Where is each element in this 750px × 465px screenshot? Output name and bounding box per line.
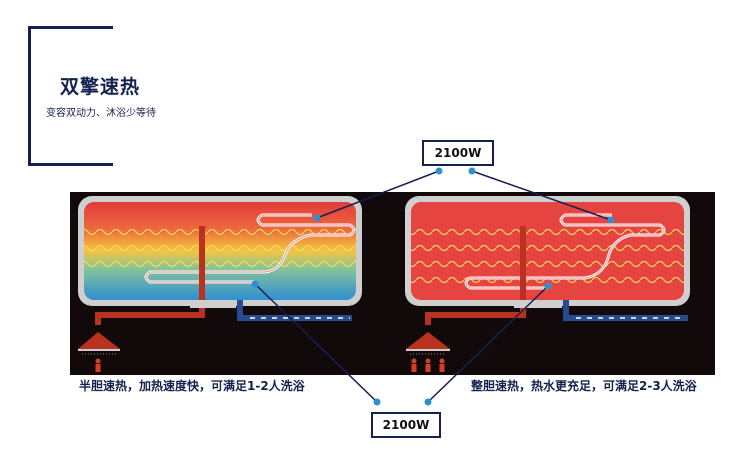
- page-title: 双擎速热: [60, 76, 141, 98]
- callout-lines: [254, 170, 612, 403]
- callout-dots: [251, 167, 615, 406]
- title-frame: [28, 26, 113, 166]
- right-tank: [405, 196, 690, 325]
- power-label-top: 2100W: [422, 140, 494, 166]
- caption-full-tank: 整胆速热，热水更充足，可满足2-3人洗浴: [471, 379, 697, 393]
- left-tank: [78, 196, 362, 325]
- left-shower-icon: [78, 332, 120, 372]
- right-shower-icon: [406, 332, 450, 372]
- caption-half-tank: 半胆速热，加热速度快，可满足1-2人洗浴: [79, 379, 305, 393]
- page-subtitle: 变容双动力、沐浴少等待: [46, 108, 156, 119]
- power-label-bottom: 2100W: [371, 412, 441, 438]
